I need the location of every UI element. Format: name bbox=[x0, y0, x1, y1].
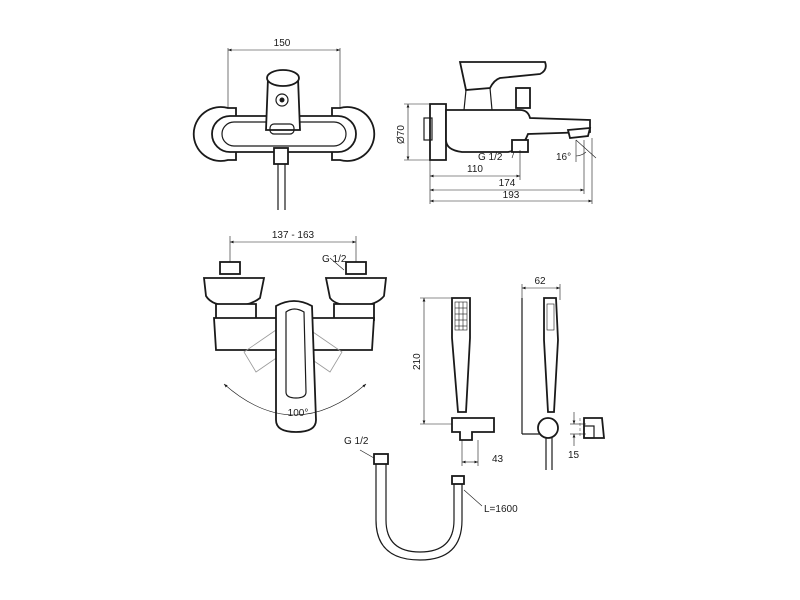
side-diameter-label: Ø70 bbox=[396, 125, 407, 144]
holder-side-view: 62 15 bbox=[521, 276, 605, 470]
front-width-label: 150 bbox=[274, 38, 291, 49]
hand-shower-length-label: 210 bbox=[412, 353, 423, 370]
holder-offset-label: 43 bbox=[492, 454, 504, 465]
hose-thread-label: G 1/2 bbox=[344, 436, 369, 447]
bottom-centers-label: 137 - 163 bbox=[272, 230, 315, 241]
side-dim-total-label: 193 bbox=[503, 190, 520, 201]
bottom-view: 137 - 163 G 1/2 100° bbox=[202, 230, 388, 433]
hose-length-label: L=1600 bbox=[484, 504, 518, 515]
side-dim-depth-label: 174 bbox=[499, 178, 516, 189]
side-thread-label: G 1/2 bbox=[478, 152, 503, 163]
front-view: 150 bbox=[192, 38, 376, 210]
holder-width-label: 62 bbox=[534, 276, 546, 287]
holder-offset-15-label: 15 bbox=[568, 450, 580, 461]
bottom-thread-label: G 1/2 bbox=[322, 254, 347, 265]
side-view: G 1/2 16° Ø70 110 174 193 bbox=[396, 61, 597, 204]
side-dim-spout-label: 110 bbox=[467, 164, 483, 175]
spray-nozzles bbox=[454, 301, 468, 331]
hand-shower: 210 43 bbox=[412, 297, 504, 466]
side-angle-label: 16° bbox=[556, 152, 571, 163]
bottom-rotation-label: 100° bbox=[288, 408, 309, 419]
hose: G 1/2 L=1600 bbox=[344, 436, 518, 561]
